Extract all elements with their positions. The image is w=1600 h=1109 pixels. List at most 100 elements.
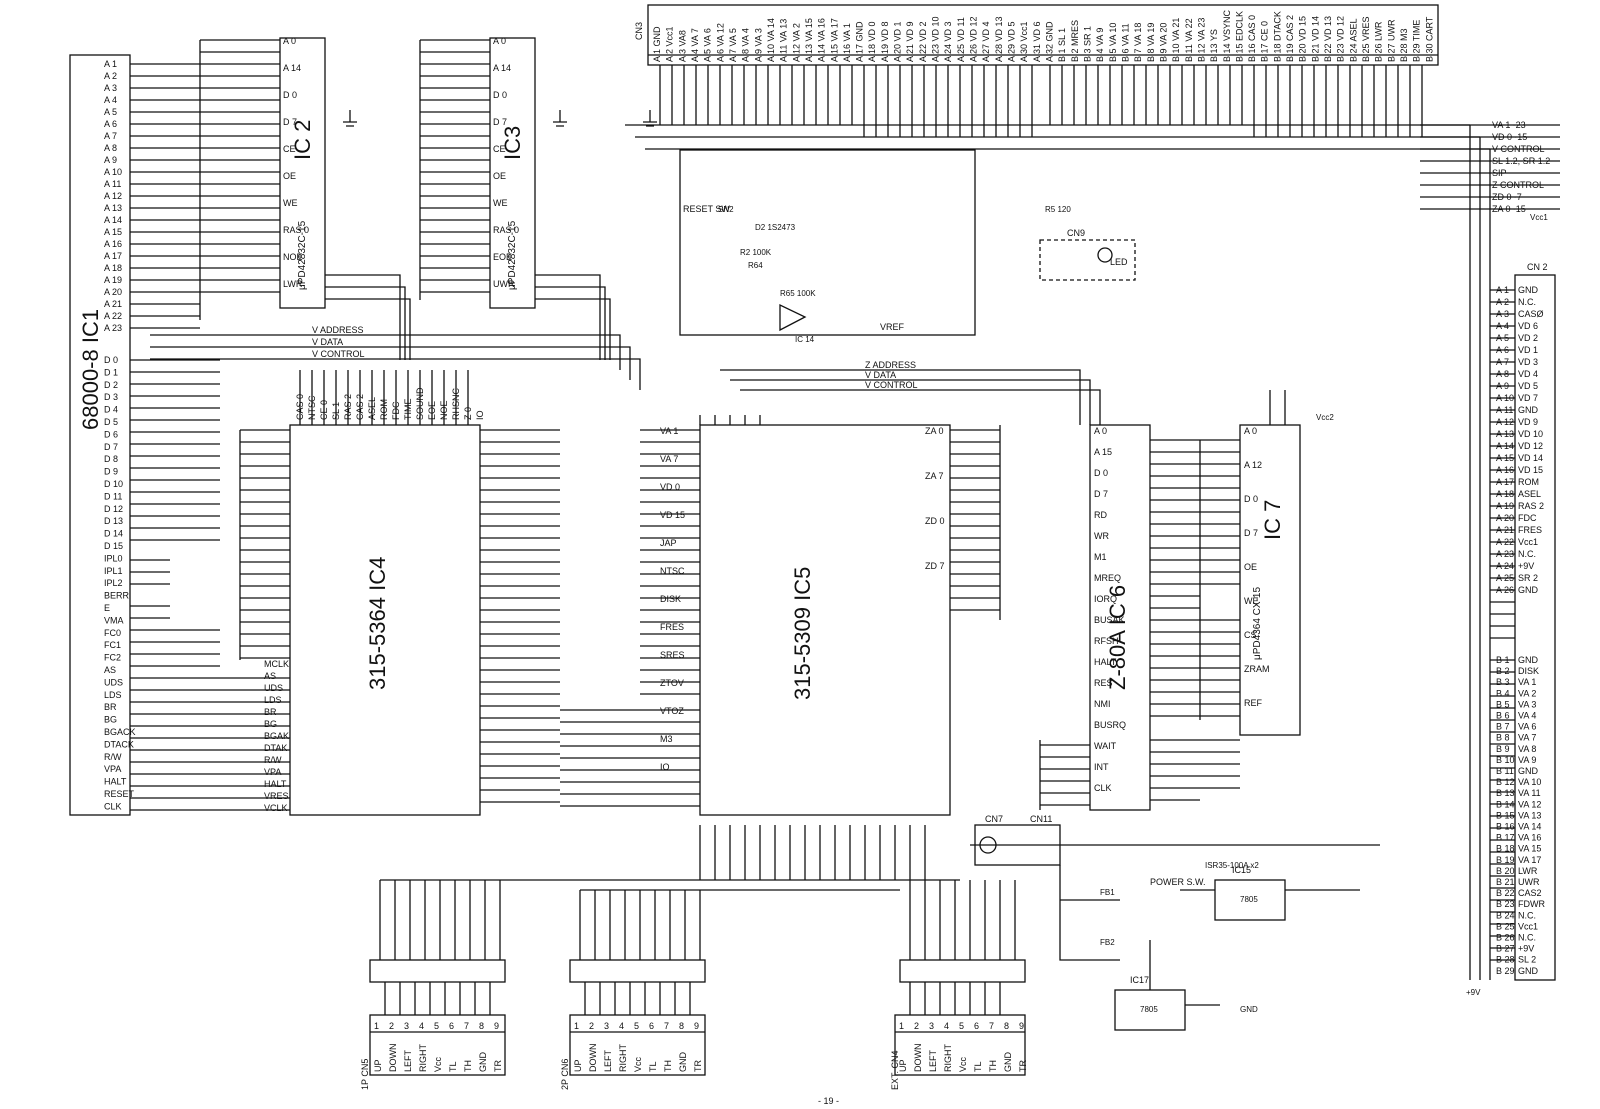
ic1-pin-label: A 8 xyxy=(104,143,117,153)
sn2-label: SN2 xyxy=(718,205,734,214)
ic17-part: 7805 xyxy=(1140,1005,1158,1014)
cn2-pin-number: A 11 xyxy=(1496,405,1513,415)
ic6-pin-label: A 0 xyxy=(1094,426,1107,436)
cn2-pin-number: B 16 xyxy=(1496,822,1515,832)
ic3-pins-label: OE xyxy=(493,171,506,181)
cn2-pin-label: VA 15 xyxy=(1518,844,1541,854)
cn6-pin-number: 7 xyxy=(664,1021,669,1031)
cn2-pin-number: A 8 xyxy=(1496,369,1509,379)
ic7-pin-label: REF xyxy=(1244,698,1263,708)
cn3-pin-label: A 8 VA 4 xyxy=(741,28,751,62)
cn2-pin-label: GND xyxy=(1518,966,1539,976)
cn3-pin-label: A 22 VD 2 xyxy=(918,21,928,62)
ic1-pin-label: A 19 xyxy=(104,275,122,285)
cn2-pin-label: FDC xyxy=(1518,513,1537,523)
cn3-pin-label: A 2 Vcc1 xyxy=(665,26,675,62)
bus-label: Z CONTROL xyxy=(1492,180,1544,190)
cn3-pin-label: A 9 VA 3 xyxy=(753,28,763,62)
bus-labels: VA 1~23 VD 0~15 V CONTROL SL 1.2, SR 1.2… xyxy=(1492,120,1550,214)
ic3-pins-label: RAS 0 xyxy=(493,225,519,235)
ic1-pin-label: FC2 xyxy=(104,653,121,663)
ic6-pin-label: IORQ xyxy=(1094,594,1117,604)
cn2-pin-label: VA 7 xyxy=(1518,733,1536,743)
ic6-pin-label: BUSRQ xyxy=(1094,720,1126,730)
cn4-pin-label: UP xyxy=(898,1059,908,1072)
ic4-pin-label: CE 0 xyxy=(319,400,329,420)
cn2-pin-label: CASØ xyxy=(1518,309,1544,319)
ic1-pin-label: D 10 xyxy=(104,479,123,489)
ic2-pins-label: LWR xyxy=(283,279,303,289)
cn4-pin-label: Vcc xyxy=(958,1056,968,1072)
cn3-pin-label: A 28 VD 13 xyxy=(994,16,1004,62)
ic6-pin-label: M1 xyxy=(1094,552,1107,562)
cn5-pin-label: DOWN xyxy=(388,1044,398,1073)
ic1-pin-label: VMA xyxy=(104,615,124,625)
ic5-pin-label: ZA 7 xyxy=(925,471,944,481)
ic1-pin-label: A 16 xyxy=(104,239,122,249)
cn4-pin-number: 7 xyxy=(989,1021,994,1031)
cn6-label: 2P CN6 xyxy=(560,1059,570,1090)
bus-label: ZD 0~7 xyxy=(1492,192,1522,202)
cn6-pin-label: LEFT xyxy=(603,1049,613,1072)
cn2-pin-number: A 14 xyxy=(1496,441,1514,451)
cn2-pin-label: VA 2 xyxy=(1518,688,1536,698)
ic5-pin-label: VTOZ xyxy=(660,706,684,716)
cn3-pin-label: B 10 VA 21 xyxy=(1171,18,1181,62)
cn2-pin-label: RAS 2 xyxy=(1518,501,1544,511)
r2-label: R2 100K xyxy=(740,248,772,257)
cn2-pin-number: B 23 xyxy=(1496,899,1515,909)
cn4-pin-number: 9 xyxy=(1019,1021,1024,1031)
cn2-pin-label: VA 11 xyxy=(1518,788,1541,798)
ic4-pin-label: TIME xyxy=(403,399,413,421)
cn2-pin-label: SL 2 xyxy=(1518,955,1536,965)
cn5-pin-number: 9 xyxy=(494,1021,499,1031)
cn2-pin-label: VA 17 xyxy=(1518,855,1541,865)
cn2-pin-number: A 23 xyxy=(1496,549,1514,559)
ic6-pin-label: HALT xyxy=(1094,657,1117,667)
ic3-pins-label: D 7 xyxy=(493,117,507,127)
cn5-pin-number: 5 xyxy=(434,1021,439,1031)
cn5-pin-label: LEFT xyxy=(403,1049,413,1072)
ic5-pin-label: ZTOV xyxy=(660,678,684,688)
ic2-pins-label: A 0 xyxy=(283,36,296,46)
ic6-pin-label: D 7 xyxy=(1094,489,1108,499)
cn2-pin-number: A 10 xyxy=(1496,393,1514,403)
bus-line-label: V ADDRESS xyxy=(312,325,364,335)
ic2-pins-label: D 0 xyxy=(283,90,297,100)
cn3-pin-label: A 21 VD 9 xyxy=(905,21,915,62)
cn2-pin-number: B 1 xyxy=(1496,655,1510,665)
ic1-pin-label: D 13 xyxy=(104,516,123,526)
cn2-pin-number: A 13 xyxy=(1496,429,1514,439)
cn5-emi-block xyxy=(369,959,506,983)
ic7-pin-label: A 12 xyxy=(1244,460,1262,470)
ic3-pins-label: D 0 xyxy=(493,90,507,100)
cn5-pin-label: TR xyxy=(493,1060,503,1072)
ic1-pin-label: VPA xyxy=(104,764,121,774)
cn2-pin-label: VA 1 xyxy=(1518,677,1536,687)
bus-label: SL 1.2, SR 1.2 xyxy=(1492,156,1550,166)
ic6-pin-label: D 0 xyxy=(1094,468,1108,478)
cn2-pin-label: +9V xyxy=(1518,561,1534,571)
cn2-pin-label: Vcc1 xyxy=(1518,537,1538,547)
bus-line-label: V CONTROL xyxy=(865,380,918,390)
ic1-pin-label: A 17 xyxy=(104,251,122,261)
cn2-pin-label: Vcc1 xyxy=(1518,921,1538,931)
power-label: Vcc1 xyxy=(1530,213,1548,222)
ic4-pin-label: EOE xyxy=(427,401,437,420)
cn5-body xyxy=(369,1014,506,1076)
ic1-pin-label: FC1 xyxy=(104,640,121,650)
cn4-emi-block xyxy=(899,959,1026,983)
cn3-pin-label: A 11 VA 13 xyxy=(779,19,789,62)
cn6-pin-label: DOWN xyxy=(588,1044,598,1073)
ic1-pin-label: R/W xyxy=(104,752,122,762)
ic1-pin-label: D 8 xyxy=(104,454,118,464)
ic3-pins-label: UWR xyxy=(493,279,515,289)
ic1-pin-label: RESET xyxy=(104,789,135,799)
reset-switch-label: RESET SW xyxy=(683,204,730,214)
ic4-pin-label: CAS 0 xyxy=(295,394,305,420)
cn6-pin-number: 5 xyxy=(634,1021,639,1031)
cn2-pin-label: VD 5 xyxy=(1518,381,1538,391)
